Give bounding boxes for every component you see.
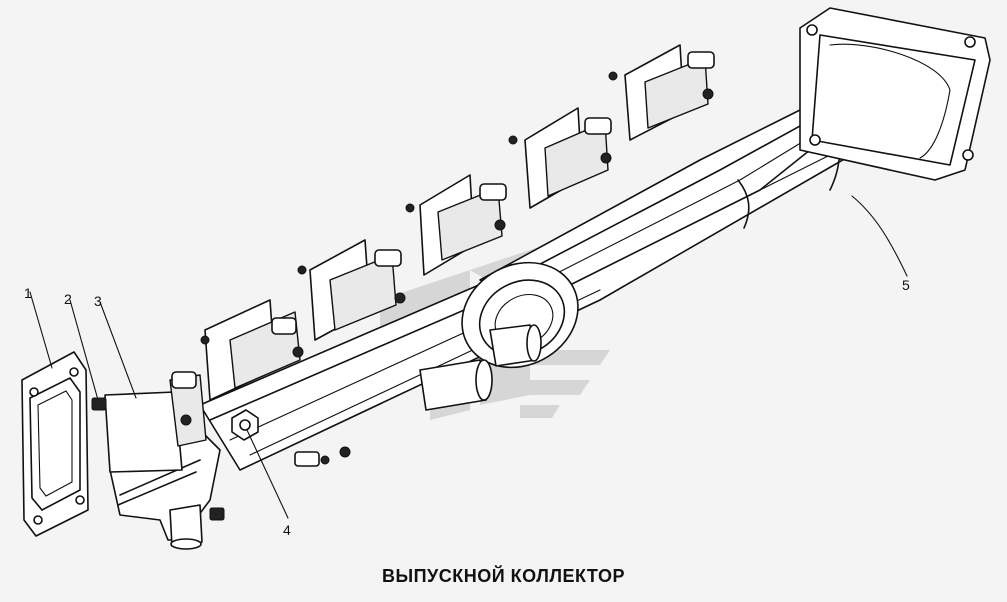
lower-bolts	[294, 446, 351, 467]
mounting-bracket-4	[508, 107, 612, 209]
callout-5: 5	[902, 277, 910, 293]
left-elbow-pipe	[109, 429, 221, 550]
mounting-bracket-2	[297, 239, 406, 341]
diagram-caption: ВЫПУСКНОЙ КОЛЛЕКТОР	[382, 566, 625, 586]
leader-line-1	[29, 291, 53, 369]
callout-leaders	[29, 195, 908, 519]
leader-line-5	[851, 195, 908, 277]
stud-bolt-part-2	[91, 397, 225, 521]
end-bracket-part-3	[104, 371, 207, 473]
mounting-bracket-5	[608, 44, 715, 141]
callout-4: 4	[283, 522, 291, 538]
nut-part-4	[231, 409, 259, 441]
leader-line-4	[246, 429, 289, 519]
stub-pipes	[419, 324, 542, 411]
pipe-collar-ring	[461, 261, 579, 369]
mounting-bracket-3	[405, 174, 507, 276]
callout-3: 3	[94, 293, 102, 309]
callout-2: 2	[64, 291, 72, 307]
leader-line-3	[99, 301, 137, 399]
mounting-bracket-1	[200, 299, 304, 401]
callout-labels: 1 2 3 4 5	[24, 277, 910, 538]
leader-line-2	[69, 299, 99, 401]
gasket-flange-part-1	[21, 351, 89, 537]
outlet-flange	[799, 7, 991, 181]
callout-1: 1	[24, 285, 32, 301]
